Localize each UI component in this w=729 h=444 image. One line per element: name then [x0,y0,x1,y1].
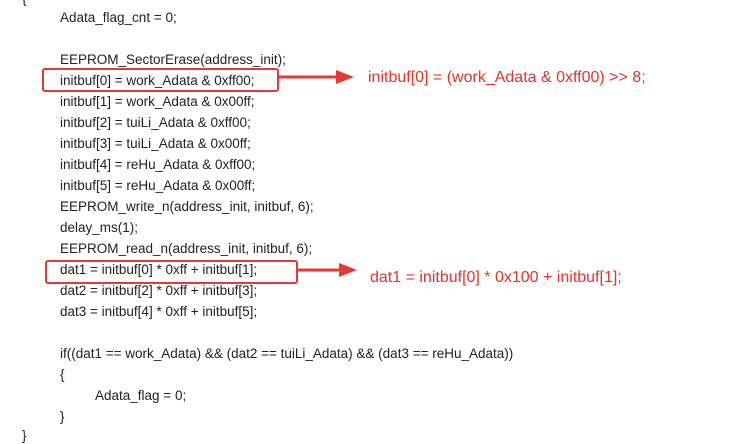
arrow-right-icon [297,263,357,277]
code-line-11: EEPROM_read_n(address_init, initbuf, 6); [60,241,313,256]
code-line-3: initbuf[0] = work_Adata & 0xff00; [60,73,255,88]
code-line-7: initbuf[4] = reHu_Adata & 0xff00; [60,157,256,172]
arrow-right-icon [278,70,354,84]
code-line-12: dat1 = initbuf[0] * 0xff + initbuf[1]; [60,262,258,277]
annotation-dat1-fix: dat1 = initbuf[0] * 0x100 + initbuf[1]; [370,269,622,286]
highlight-box-dat1 [45,260,298,284]
code-line-17: Adata_flag = 0; [95,388,187,403]
code-line-5: initbuf[2] = tuiLi_Adata & 0xff00; [60,115,251,130]
code-line-18: } [60,409,65,424]
code-line-2: EEPROM_SectorErase(address_init); [60,52,286,67]
annotation-initbuf0-fix: initbuf[0] = (work_Adata & 0xff00) >> 8; [368,69,646,86]
code-line-8: initbuf[5] = reHu_Adata & 0x00ff; [60,178,256,193]
code-line-15: if((dat1 == work_Adata) && (dat2 == tuiL… [60,346,514,361]
code-line-13: dat2 = initbuf[2] * 0xff + initbuf[3]; [60,283,258,298]
code-line-6: initbuf[3] = tuiLi_Adata & 0x00ff; [60,136,251,151]
top-brace: { [22,0,27,7]
bottom-brace: } [22,428,27,443]
code-line-4: initbuf[1] = work_Adata & 0x00ff; [60,94,255,109]
code-line-14: dat3 = initbuf[4] * 0xff + initbuf[5]; [60,304,258,319]
code-line-16: { [60,367,65,382]
code-line-9: EEPROM_write_n(address_init, initbuf, 6)… [60,199,314,214]
code-line-10: delay_ms(1); [60,220,139,235]
highlight-box-initbuf0 [42,68,279,92]
code-line-1: Adata_flag_cnt = 0; [60,10,177,25]
